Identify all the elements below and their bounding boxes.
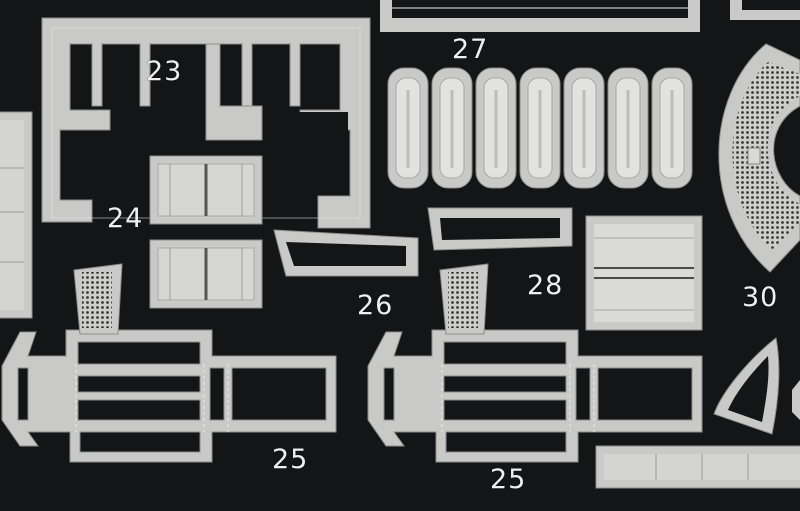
part-28-bracket [427,207,573,251]
part-label-25-right: 25 [490,464,527,495]
part-label-28: 28 [527,270,564,301]
part-label-24: 24 [107,203,144,234]
part-30-curved-mesh [718,43,800,273]
bottom-strip [595,445,800,489]
left-edge-panel [0,111,33,319]
part-label-25-left: 25 [272,444,309,475]
part-27-shields [387,66,694,190]
quarter-piece [713,337,800,435]
part-26-bracket [273,229,419,277]
part-23-frame [41,17,371,229]
part-label-23: 23 [146,56,183,87]
part-24-panels [149,155,263,309]
plate-square [585,215,703,331]
top-strip [380,0,800,32]
part-25-right [367,263,703,463]
part-label-27: 27 [452,34,489,65]
part-label-26: 26 [357,290,394,321]
part-25-left [1,263,337,463]
part-label-30: 30 [742,282,779,313]
